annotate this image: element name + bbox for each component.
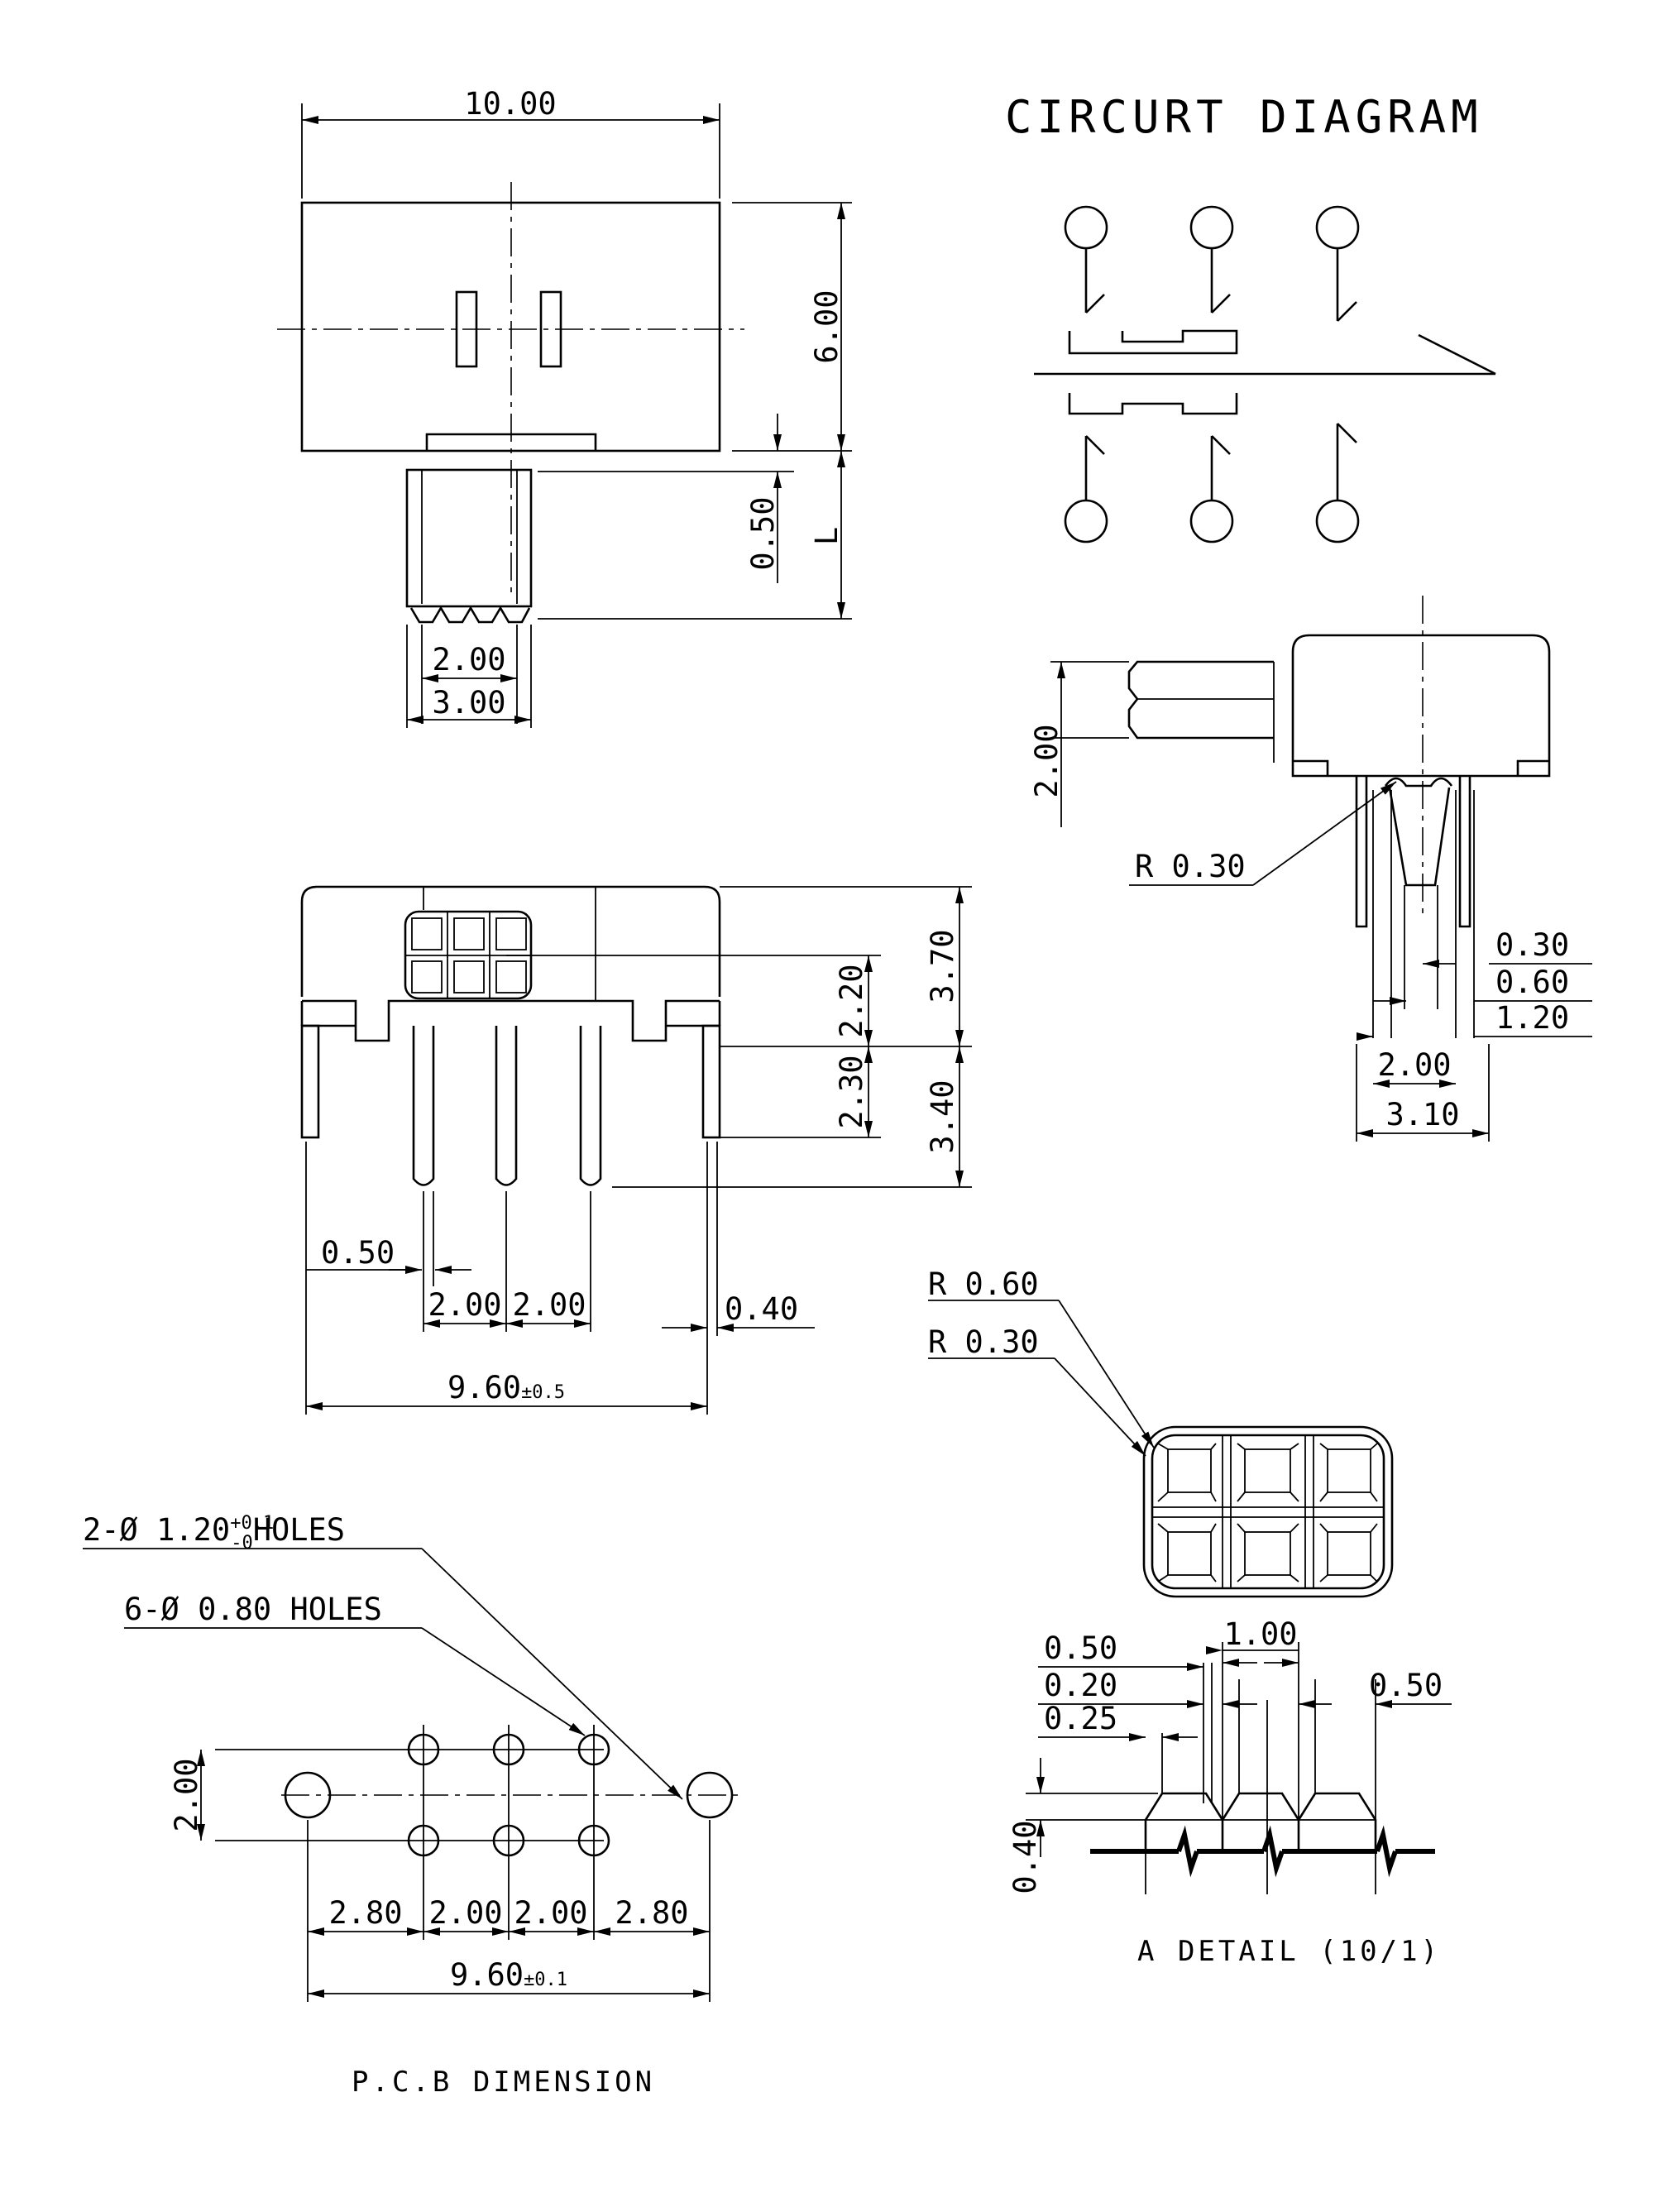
top-pitch-dim: 2.00 xyxy=(432,642,505,677)
front-h1-dim: 2.20 xyxy=(834,964,869,1037)
pcb-spacing-1: 2.80 xyxy=(328,1895,402,1931)
pcb-big-holes-label: 2-Ø 1.20+0.1-0HOLES xyxy=(83,1512,345,1554)
front-h2-dim: 3.70 xyxy=(925,929,960,1003)
pcb-spacing-3: 2.00 xyxy=(514,1895,587,1931)
terminal-bottom-2 xyxy=(1189,499,1234,543)
top-width-dim: 10.00 xyxy=(464,86,556,122)
pcb-small-holes-label: 6-Ø 0.80 HOLES xyxy=(124,1592,382,1627)
adetail-020-dim: 0.20 xyxy=(1044,1668,1117,1703)
pcb-row-spacing-dim: 2.00 xyxy=(169,1758,204,1831)
knob-r030-label: R 0.30 xyxy=(928,1324,1039,1360)
pcb-hole-large-right xyxy=(686,1771,734,1819)
front-h4-dim: 3.40 xyxy=(925,1080,960,1153)
circuit-title: CIRCURT DIAGRAM xyxy=(1005,91,1483,143)
terminal-top-1 xyxy=(1064,205,1108,250)
terminal-top-3 xyxy=(1315,205,1360,250)
front-pitch2-dim: 2.00 xyxy=(512,1287,586,1323)
side-dim-310: 3.10 xyxy=(1385,1097,1459,1132)
side-dim-120: 1.20 xyxy=(1495,1000,1569,1036)
pcb-caption: P.C.B DIMENSION xyxy=(352,2066,655,2099)
side-view: 2.00 R 0.30 0.30 0.60 1.20 2.00 3.10 xyxy=(1029,596,1592,1142)
front-pitch1-dim: 2.00 xyxy=(428,1287,501,1323)
knob-detail: R 0.60 R 0.30 xyxy=(928,1266,1394,1598)
adetail-100-dim: 1.00 xyxy=(1223,1616,1297,1652)
front-h3-dim: 2.30 xyxy=(834,1055,869,1128)
top-actuator-dim: 3.00 xyxy=(432,685,505,721)
top-height-dim: 6.00 xyxy=(809,290,845,363)
terminal-top-2 xyxy=(1189,205,1234,250)
pcb-spacing-2: 2.00 xyxy=(428,1895,502,1931)
terminal-bottom-1 xyxy=(1064,499,1108,543)
side-height-dim: 2.00 xyxy=(1029,724,1065,797)
pcb-spacing-4: 2.80 xyxy=(615,1895,688,1931)
pcb-hole-large-left xyxy=(284,1771,332,1819)
pcb-layout: 2-Ø 1.20+0.1-0HOLES 6-Ø 0.80 HOLES 2.00 … xyxy=(83,1512,740,2099)
top-view: 10.00 6.00 L 0.50 2.00 3.00 xyxy=(277,86,852,728)
circuit-diagram: CIRCURT DIAGRAM xyxy=(1005,91,1496,543)
adetail-050a-dim: 0.50 xyxy=(1044,1630,1117,1666)
knob-outline xyxy=(1142,1425,1394,1598)
top-length-dim: L xyxy=(809,527,845,545)
a-detail: 1.00 0.50 0.20 0.25 0.50 0.40 A DETAIL (… xyxy=(1007,1616,1452,1968)
top-offset-dim: 0.50 xyxy=(745,496,781,570)
side-dim-030: 0.30 xyxy=(1495,927,1569,963)
adetail-040-dim: 0.40 xyxy=(1007,1820,1043,1894)
front-overall-dim: 9.60±0.5 xyxy=(447,1370,565,1405)
front-pin-offset-dim: 0.50 xyxy=(321,1235,395,1271)
pcb-overall-dim: 9.60±0.1 xyxy=(450,1957,567,1993)
knob-r060-label: R 0.60 xyxy=(928,1266,1039,1302)
adetail-050b-dim: 0.50 xyxy=(1369,1668,1443,1703)
side-dim-060: 0.60 xyxy=(1495,965,1569,1000)
side-dim-200: 2.00 xyxy=(1377,1047,1451,1083)
adetail-025-dim: 0.25 xyxy=(1044,1701,1117,1736)
side-radius-label: R 0.30 xyxy=(1135,849,1246,884)
front-pin-width-dim: 0.40 xyxy=(725,1291,798,1327)
terminal-bottom-3 xyxy=(1315,499,1360,543)
front-view: 2.20 2.30 3.70 3.40 0.50 2.00 2.00 0.40 … xyxy=(300,885,972,1415)
adetail-caption: A DETAIL (10/1) xyxy=(1137,1935,1441,1968)
